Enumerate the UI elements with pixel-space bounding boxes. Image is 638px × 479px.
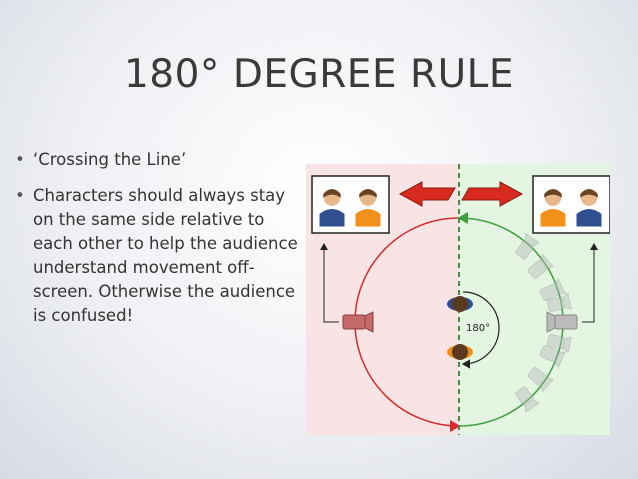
bullet-text: Characters should always stay on the sam…	[33, 186, 298, 325]
left-view-arrow	[320, 243, 339, 323]
double-arrow-icon	[398, 181, 524, 207]
angle-arc	[461, 291, 500, 369]
left-camera-icon	[342, 311, 374, 333]
bullet-text: ‘Crossing the Line’	[33, 150, 187, 169]
left-frame	[311, 175, 390, 234]
right-frame	[532, 175, 610, 234]
character-orange	[447, 344, 473, 360]
right-camera-icon	[546, 311, 578, 333]
bullet-list: • ‘Crossing the Line’ • Characters shoul…	[15, 148, 305, 340]
bullet-marker: •	[15, 186, 25, 205]
bullet-item: • ‘Crossing the Line’	[15, 148, 305, 172]
bullet-item: • Characters should always stay on the s…	[15, 184, 305, 328]
ghost-cameras	[515, 232, 573, 414]
bullet-marker: •	[15, 150, 25, 169]
right-view-arrow	[582, 243, 598, 323]
slide-title: 180° DEGREE RULE	[123, 52, 515, 97]
angle-label: 180°	[466, 323, 490, 334]
character-blue	[447, 296, 473, 312]
180-degree-diagram: 180°	[306, 164, 610, 435]
